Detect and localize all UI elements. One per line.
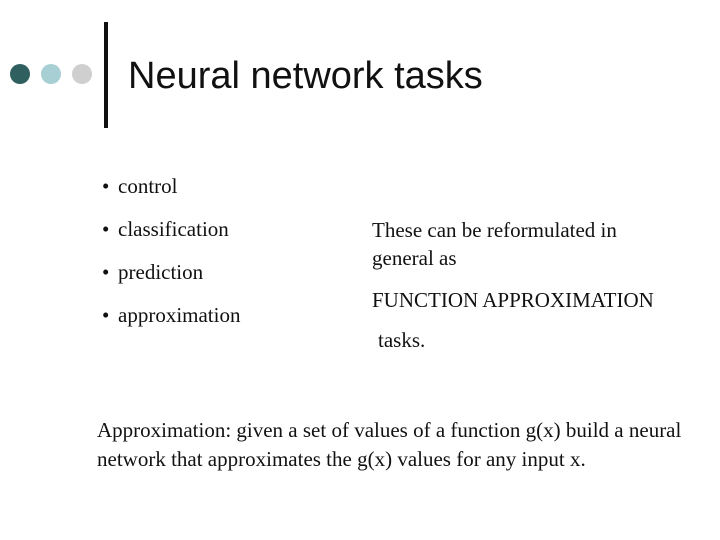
tasks-label: tasks. [378,328,426,352]
bullet-icon: • [102,217,110,241]
task-bullet-list: • control • classification • prediction • ap… [102,172,240,344]
bullet-icon: • [102,260,110,284]
bullet-label: approximation [118,303,241,327]
bullet-item-prediction: • prediction [102,258,240,301]
bullet-label: prediction [118,260,204,284]
approximation-definition: Approximation: given a set of values of … [97,418,682,471]
reformulation-note: These can be reformulated in general as … [372,216,672,354]
decorative-dot-gray [72,64,92,84]
function-approximation-label: FUNCTION APPROXIMATION [372,288,654,312]
decorative-dot-dark [10,64,30,84]
bullet-item-control: • control [102,172,240,215]
title-divider-bar [104,22,108,128]
bullet-item-classification: • classification [102,215,240,258]
bullet-item-approximation: • approximation [102,301,240,344]
decorative-dot-light-teal [41,64,61,84]
slide-title: Neural network tasks [128,55,483,97]
reformulation-note-text: These can be reformulated in general as [372,218,617,270]
bullet-icon: • [102,303,110,327]
bullet-label: control [118,174,178,198]
bullet-label: classification [118,217,229,241]
bullet-icon: • [102,174,110,198]
